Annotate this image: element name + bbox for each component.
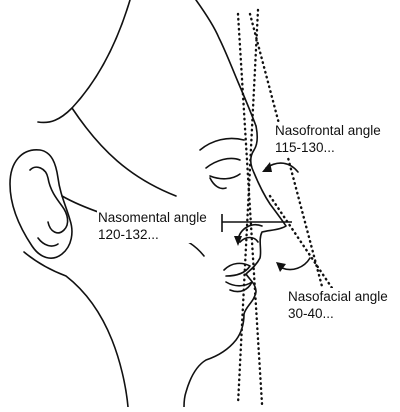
ear-lobe-detail [37,237,59,247]
nasofacial-arrowhead [276,262,286,272]
forehead-chin-line [236,8,260,406]
nostril [239,236,259,243]
upper-lip [223,262,251,277]
ear-outline [9,149,73,259]
nasofacial-arrow [281,257,311,271]
ear-inner-curl [29,166,69,234]
eyelash [209,177,227,190]
nasomental-angle-label: Nasomental angle 120-132... [97,209,208,243]
eyebrow [199,137,245,151]
nasofacial-angle-name: Nasofacial angle [288,289,388,304]
nasofrontal-angle-name: Nasofrontal angle [275,123,381,138]
nasomental-angle-name: Nasomental angle [98,210,207,225]
facial-profile [183,125,287,408]
nasofrontal-angle-range: 115-130... [275,140,335,155]
back-of-head-outline [37,0,131,124]
nasomental-line [268,194,334,290]
nasofrontal-arrowhead [262,162,272,172]
eye-lower-lid [209,173,241,180]
vertical-reference-line [236,12,264,406]
nasofrontal-angle-label: Nasofrontal angle 115-130... [274,122,382,156]
head-top-outline [195,0,257,127]
nasomental-arrowhead [234,236,242,246]
neck-line [23,251,129,408]
nasofacial-angle-label: Nasofacial angle 30-40... [287,288,389,322]
lower-lip [225,281,253,293]
temple-line [71,107,177,197]
nasomental-angle-range: 120-132... [98,227,159,242]
eye-upper-lid [205,157,241,169]
nasofacial-angle-range: 30-40... [288,306,334,321]
